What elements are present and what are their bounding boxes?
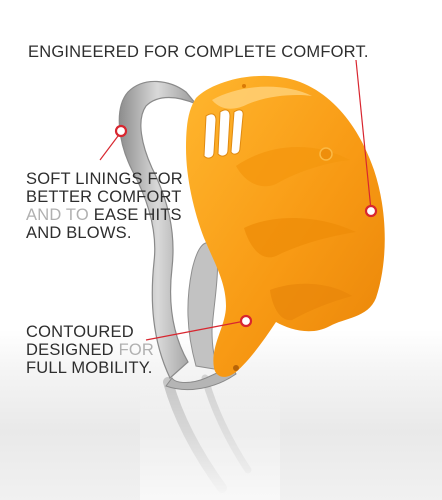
guard-air-hole <box>233 365 239 371</box>
guard-ridge-lower <box>270 283 352 321</box>
vent-slots <box>203 109 244 159</box>
callout-soft-line1: SOFT LININGS FOR <box>26 170 183 188</box>
leader-line-contoured <box>145 320 246 341</box>
marker-contoured <box>239 314 253 328</box>
silver-frame <box>118 80 197 379</box>
leader-line-soft <box>99 131 122 161</box>
callout-contoured-line2-dark: DESIGNED <box>26 341 119 359</box>
silver-frame-front <box>165 365 237 391</box>
callout-soft-line3-dark: EASE HITS <box>93 206 182 224</box>
guard-logo-dot <box>319 147 333 161</box>
callout-soft-line4: AND BLOWS. <box>26 224 132 242</box>
guard-highlight <box>212 86 312 109</box>
callout-contoured-line2-light: FOR <box>118 341 155 359</box>
callout-engineered-text: ENGINEERED FOR COMPLETE COMFORT. <box>28 43 369 61</box>
callout-engineered-comfort: ENGINEERED FOR COMPLETE COMFORT. <box>28 43 369 61</box>
guard-top-hole <box>242 84 246 88</box>
frame-reflection <box>140 374 280 500</box>
callout-soft-line2: BETTER COMFORT <box>26 188 182 206</box>
leader-lines <box>99 59 372 341</box>
callout-contoured-line1: CONTOURED <box>26 323 134 341</box>
callout-markers <box>114 124 378 328</box>
callout-soft-line3-light: AND TO <box>26 206 94 224</box>
marker-soft <box>114 124 128 138</box>
guard-ridge-middle <box>244 217 356 258</box>
leader-line-engineered <box>355 59 372 211</box>
callout-contoured-line3: FULL MOBILITY. <box>26 359 153 377</box>
marker-engineered <box>364 204 378 218</box>
